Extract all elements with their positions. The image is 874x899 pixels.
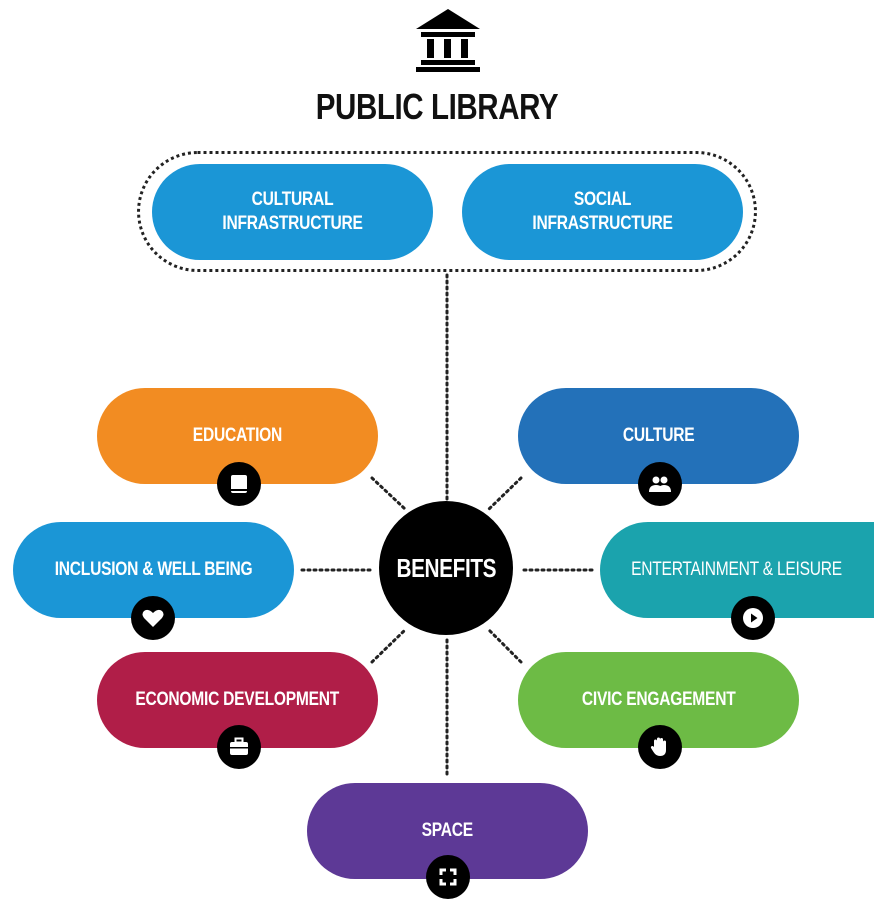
culture-label: CULTURE [622,425,695,447]
connector-education [370,476,407,511]
heart-icon [131,596,175,640]
social-infrastructure-label: SOCIAL INFRASTRUCTURE [532,189,673,234]
hand-icon [638,725,682,769]
people-icon [638,462,682,506]
connector-economic [370,628,407,664]
book-icon [217,462,261,506]
benefits-circle: BENEFITS [379,501,513,635]
inclusion-label: INCLUSION & WELL BEING [54,559,253,581]
cultural-infrastructure-label: CULTURAL INFRASTRUCTURE [222,189,363,234]
entertainment-label: ENTERTAINMENT & LEISURE [631,559,843,581]
play-icon [731,596,775,640]
connector-culture [487,476,523,511]
civic-engagement-label: CIVIC ENGAGEMENT [581,689,736,711]
cultural-infrastructure-pill: CULTURAL INFRASTRUCTURE [152,164,433,260]
expand-icon [426,855,470,899]
connector-civic [487,628,523,664]
education-label: EDUCATION [192,425,283,447]
briefcase-icon [217,725,261,769]
education-pill: EDUCATION [97,388,378,484]
inclusion-pill: INCLUSION & WELL BEING [13,522,294,618]
economic-development-label: ECONOMIC DEVELOPMENT [135,689,340,711]
infrastructure-group [137,151,757,272]
library-building-icon [416,9,480,72]
social-infrastructure-pill: SOCIAL INFRASTRUCTURE [462,164,743,260]
culture-pill: CULTURE [518,388,799,484]
benefits-label: BENEFITS [396,552,496,583]
space-label: SPACE [421,820,474,842]
page-title: PUBLIC LIBRARY [315,86,559,127]
